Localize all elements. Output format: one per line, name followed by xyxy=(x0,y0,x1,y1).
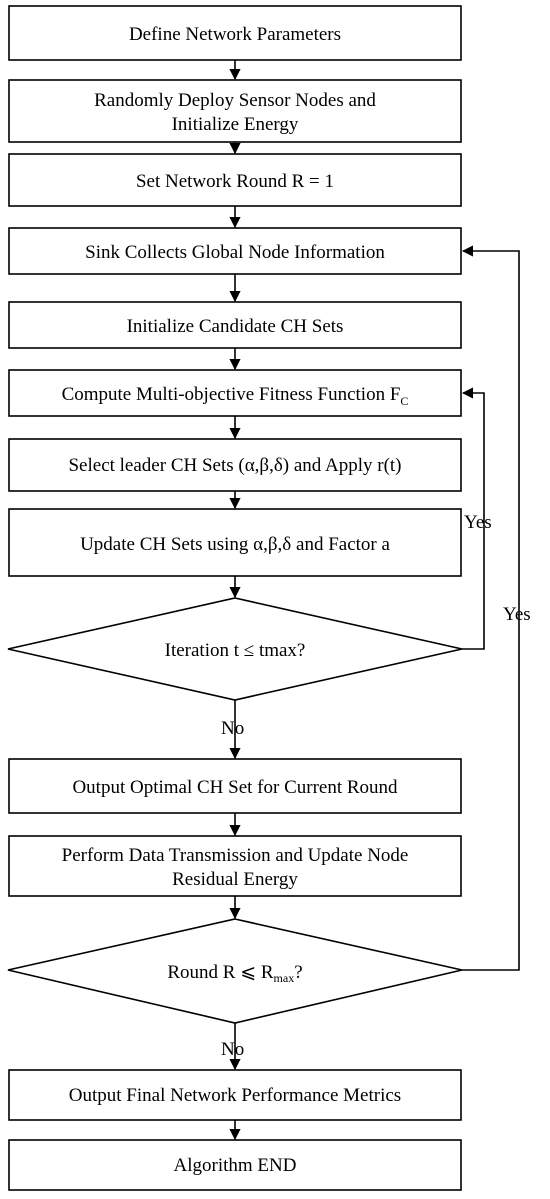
sink-collects-label: Sink Collects Global Node Information xyxy=(85,242,385,263)
deploy-nodes-label-line1: Randomly Deploy Sensor Nodes and xyxy=(94,90,376,111)
fitness-label: Compute Multi-objective Fitness Function… xyxy=(62,384,409,408)
update-sets-label: Update CH Sets using α,β,δ and Factor a xyxy=(80,534,390,555)
round-decision-main: Round R ⩽ R xyxy=(167,962,274,983)
deploy-nodes-label-line2: Initialize Energy xyxy=(172,114,299,135)
fitness-label-main: Compute Multi-objective Fitness Function… xyxy=(62,384,401,405)
deploy-nodes-box xyxy=(8,79,462,143)
loop-round-yes-to-sink xyxy=(461,245,520,971)
output-optimal-label: Output Optimal CH Set for Current Round xyxy=(72,777,398,798)
transmit-label-line2: Residual Energy xyxy=(172,869,298,890)
algorithm-end-label: Algorithm END xyxy=(174,1155,297,1176)
algorithm-end-box xyxy=(8,1139,462,1191)
fitness-label-subscript: C xyxy=(400,394,408,408)
iteration-decision-label: Iteration t ≤ tmax? xyxy=(165,640,306,661)
output-optimal-box xyxy=(8,758,462,814)
iteration-yes-label: Yes xyxy=(464,512,492,533)
update-sets-box xyxy=(8,508,462,577)
define-parameters-box xyxy=(8,5,462,61)
output-final-label: Output Final Network Performance Metrics xyxy=(69,1085,401,1106)
round-yes-label: Yes xyxy=(503,604,531,625)
round-decision-label: Round R ⩽ Rmax? xyxy=(167,962,302,985)
define-parameters-label: Define Network Parameters xyxy=(129,24,341,45)
round-decision-subscript: max xyxy=(274,971,295,985)
init-candidates-label: Initialize Candidate CH Sets xyxy=(127,316,344,337)
fitness-box xyxy=(8,369,462,417)
set-round-label: Set Network Round R = 1 xyxy=(136,171,334,192)
sink-collects-box xyxy=(8,227,462,275)
select-leader-label: Select leader CH Sets (α,β,δ) and Apply … xyxy=(68,455,401,476)
round-decision-tail: ? xyxy=(294,962,302,983)
loop-iteration-yes-to-fitness xyxy=(461,387,485,650)
output-final-box xyxy=(8,1069,462,1121)
transmit-label-line1: Perform Data Transmission and Update Nod… xyxy=(62,845,409,866)
iteration-no-label: No xyxy=(221,718,244,739)
round-no-label: No xyxy=(221,1039,244,1060)
